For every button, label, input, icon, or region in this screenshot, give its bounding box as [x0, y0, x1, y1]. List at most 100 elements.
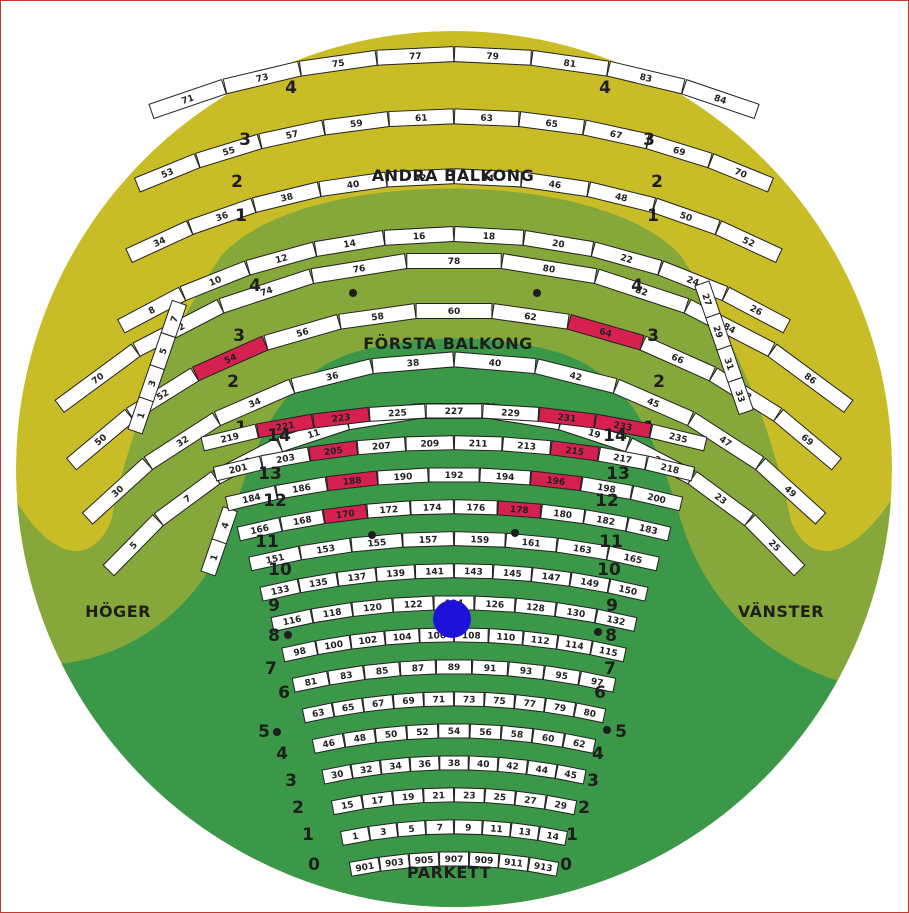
seat-118[interactable]: 118: [310, 602, 354, 624]
seat-box[interactable]: [298, 537, 353, 561]
seat-box[interactable]: [351, 597, 394, 617]
seat-26[interactable]: 26: [721, 286, 791, 334]
seat-27[interactable]: 27: [514, 790, 547, 810]
seat-235[interactable]: 235: [649, 423, 708, 452]
seat-60[interactable]: 60: [415, 303, 493, 319]
seat-box[interactable]: [497, 756, 528, 775]
seat-box[interactable]: [534, 358, 618, 394]
seat-135[interactable]: 135: [297, 571, 339, 594]
seat-196[interactable]: 196: [529, 470, 583, 492]
seat-48[interactable]: 48: [586, 181, 657, 214]
seat-box[interactable]: [439, 755, 469, 771]
seat-81[interactable]: 81: [291, 670, 330, 693]
seat-200[interactable]: 200: [630, 485, 684, 512]
seat-8[interactable]: 8: [117, 286, 187, 334]
seat-box[interactable]: [625, 516, 672, 542]
seat-60[interactable]: 60: [531, 728, 565, 748]
seat-box[interactable]: [368, 822, 399, 841]
seat-203[interactable]: 203: [260, 446, 311, 471]
seat-box[interactable]: [772, 408, 843, 471]
seat-100[interactable]: 100: [315, 634, 352, 656]
seat-box[interactable]: [281, 640, 319, 663]
seat-box[interactable]: [409, 755, 440, 772]
seat-box[interactable]: [255, 413, 315, 439]
seat-box[interactable]: [143, 412, 222, 471]
seat-143[interactable]: 143: [453, 563, 494, 580]
seat-22[interactable]: 22: [590, 241, 663, 276]
seat-205[interactable]: 205: [308, 440, 359, 462]
seat-box[interactable]: [453, 108, 520, 128]
seat-box[interactable]: [361, 790, 394, 810]
seat-box[interactable]: [291, 670, 330, 693]
seat-box[interactable]: [343, 728, 377, 748]
seat-box[interactable]: [651, 197, 721, 236]
seat-box[interactable]: [275, 476, 329, 500]
seat-132[interactable]: 132: [594, 608, 638, 632]
seat-box[interactable]: [644, 455, 696, 482]
seat-74[interactable]: 74: [218, 268, 315, 314]
seat-box[interactable]: [522, 630, 559, 650]
seat-102[interactable]: 102: [349, 630, 386, 650]
seat-3[interactable]: 3: [368, 822, 399, 841]
seat-box[interactable]: [406, 253, 502, 269]
seat-box[interactable]: [582, 509, 629, 532]
seat-box[interactable]: [65, 408, 136, 471]
seat-45[interactable]: 45: [554, 764, 587, 785]
seat-box[interactable]: [117, 286, 187, 334]
seat-12[interactable]: 12: [245, 241, 318, 276]
seat-70[interactable]: 70: [54, 343, 141, 414]
seat-67[interactable]: 67: [582, 119, 650, 150]
seat-909[interactable]: 909: [468, 851, 500, 869]
seat-box[interactable]: [371, 351, 455, 375]
seat-29[interactable]: 29: [544, 794, 578, 816]
seat-box[interactable]: [322, 111, 390, 136]
seat-13[interactable]: 13: [509, 822, 540, 841]
seat-46[interactable]: 46: [520, 171, 590, 198]
seat-120[interactable]: 120: [351, 597, 394, 617]
seat-44[interactable]: 44: [453, 168, 522, 188]
seat-221[interactable]: 221: [255, 413, 315, 439]
seat-176[interactable]: 176: [453, 499, 498, 516]
seat-box[interactable]: [491, 303, 570, 330]
seat-53[interactable]: 53: [133, 153, 201, 193]
seat-207[interactable]: 207: [356, 436, 407, 456]
seat-33[interactable]: 33: [727, 376, 754, 416]
seat-box[interactable]: [222, 60, 302, 95]
seat-61[interactable]: 61: [388, 108, 455, 128]
seat-116[interactable]: 116: [270, 608, 314, 632]
seat-49[interactable]: 49: [754, 457, 827, 525]
seat-box[interactable]: [507, 661, 545, 681]
seat-box[interactable]: [377, 467, 429, 486]
seat-183[interactable]: 183: [625, 516, 672, 542]
seat-box[interactable]: [537, 826, 569, 846]
seat-box[interactable]: [308, 440, 359, 462]
seat-145[interactable]: 145: [492, 564, 533, 583]
seat-box[interactable]: [380, 756, 411, 775]
seat-box[interactable]: [481, 403, 540, 422]
seat-box[interactable]: [639, 335, 717, 382]
seat-box[interactable]: [148, 79, 227, 120]
seat-901[interactable]: 901: [348, 856, 381, 877]
seat-67[interactable]: 67: [362, 694, 395, 713]
seat-box[interactable]: [423, 787, 455, 804]
seat-box[interactable]: [368, 403, 427, 422]
seat-box[interactable]: [133, 153, 201, 193]
seat-box[interactable]: [483, 691, 516, 710]
seat-box[interactable]: [589, 640, 627, 663]
seat-165[interactable]: 165: [606, 545, 660, 572]
seat-box[interactable]: [336, 567, 378, 587]
seat-box[interactable]: [500, 253, 598, 285]
seat-40[interactable]: 40: [468, 755, 499, 772]
seat-box[interactable]: [366, 500, 412, 519]
seat-209[interactable]: 209: [405, 435, 455, 452]
seat-box[interactable]: [549, 440, 600, 462]
seat-76[interactable]: 76: [310, 253, 408, 285]
seat-87[interactable]: 87: [399, 659, 437, 677]
seat-75[interactable]: 75: [298, 49, 378, 77]
seat-36[interactable]: 36: [409, 755, 440, 772]
seat-box[interactable]: [754, 457, 827, 525]
seat-85[interactable]: 85: [363, 661, 401, 681]
seat-110[interactable]: 110: [488, 628, 524, 646]
seat-42[interactable]: 42: [386, 168, 455, 188]
seat-box[interactable]: [195, 133, 263, 169]
